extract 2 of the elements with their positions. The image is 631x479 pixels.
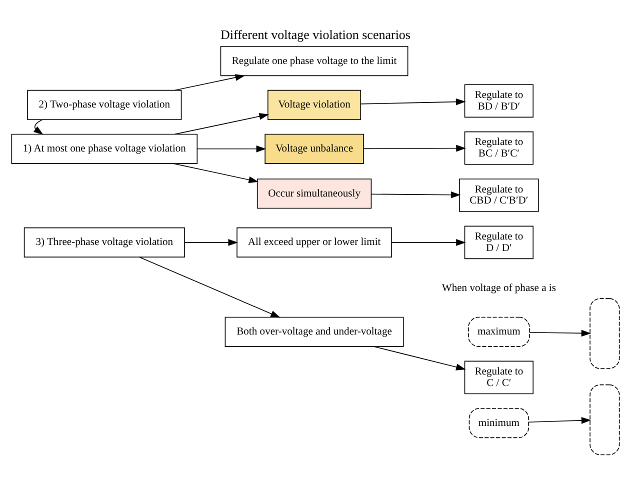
label: When voltage of phase a is (442, 282, 556, 294)
diagram-title: Different voltage violation scenarios (220, 26, 411, 42)
